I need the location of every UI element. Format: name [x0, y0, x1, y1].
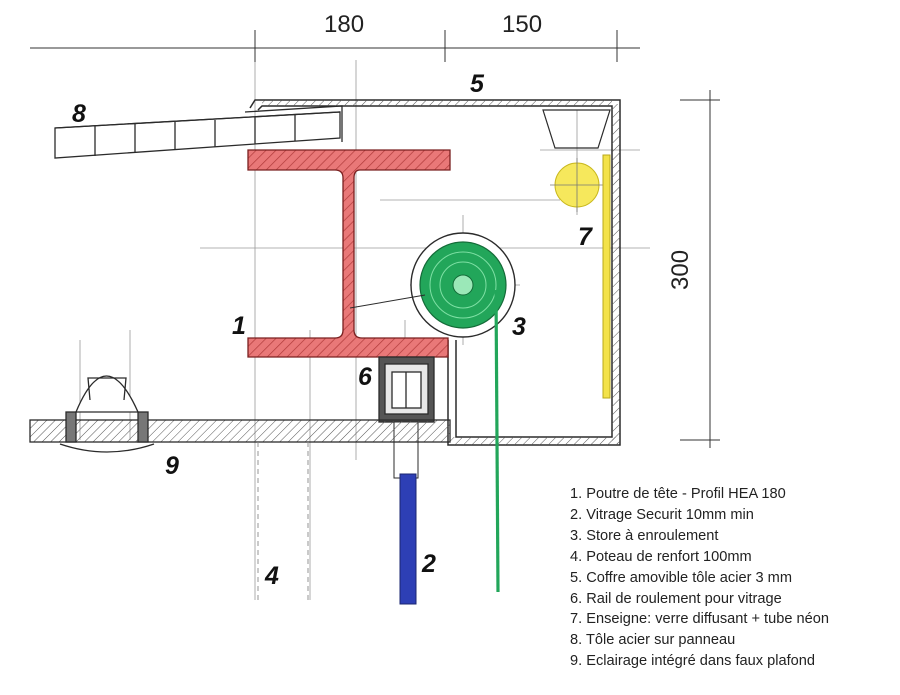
label-9: 9: [165, 452, 179, 480]
legend-list: 1. Poutre de tête - Profil HEA 180 2. Vi…: [570, 484, 829, 672]
glazing-rail: [378, 356, 435, 479]
legend-item: 4. Poteau de renfort 100mm: [570, 548, 752, 565]
legend-item: 5. Coffre amovible tôle acier 3 mm: [570, 569, 792, 586]
label-3: 3: [512, 313, 526, 341]
label-4: 4: [264, 562, 279, 590]
legend-item: 1. Poutre de tête - Profil HEA 180: [570, 486, 786, 502]
dimension-150: 150: [502, 11, 542, 38]
sign-diffusing-glass: [542, 109, 611, 399]
label-5: 5: [470, 70, 485, 98]
roller-blind: [349, 232, 516, 593]
dimension-300: 300: [667, 250, 694, 290]
legend-item: 9. Eclairage intégré dans faux plafond: [570, 653, 816, 670]
securit-glazing: [399, 473, 417, 605]
ceiling-light: [29, 375, 451, 453]
legend-item: 6. Rail de roulement pour vitrage: [570, 590, 782, 607]
legend-item: 3. Store à enroulement: [570, 527, 719, 544]
label-8: 8: [72, 100, 86, 128]
dimension-180: 180: [324, 11, 364, 38]
label-7: 7: [578, 223, 593, 251]
legend-item: 2. Vitrage Securit 10mm min: [570, 506, 754, 523]
steel-sheet-panel: [54, 105, 343, 159]
label-2: 2: [421, 550, 436, 578]
label-1: 1: [232, 312, 246, 340]
dimension-lines: [30, 30, 720, 448]
hea-180-beam: [247, 149, 451, 358]
legend-item: 7. Enseigne: verre diffusant + tube néon: [570, 611, 829, 628]
label-6: 6: [358, 363, 373, 391]
legend-item: 8. Tôle acier sur panneau: [570, 632, 736, 649]
